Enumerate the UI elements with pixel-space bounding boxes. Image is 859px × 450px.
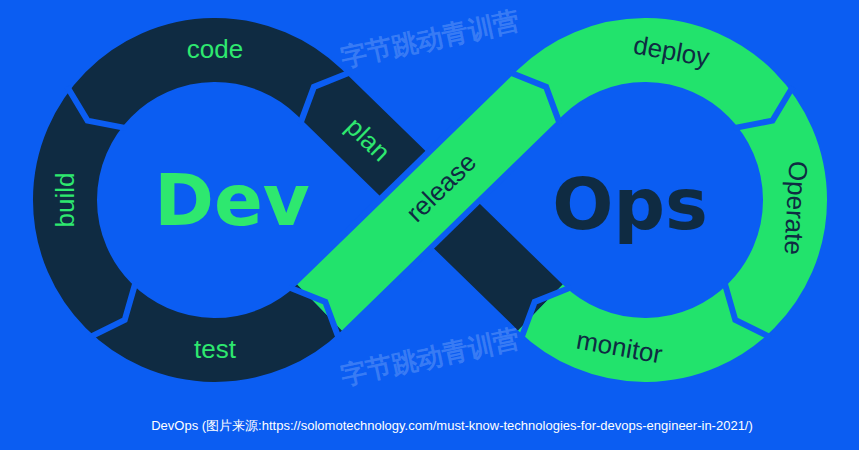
watermark: 字节跳动青训营	[338, 6, 522, 73]
segment-separators	[67, 72, 793, 339]
segment-label: monitor	[574, 326, 665, 370]
loop-segment: monitor	[572, 325, 667, 370]
segment-label: test	[194, 335, 236, 365]
segment-label: Operate	[778, 160, 813, 255]
loop-segment: plan	[339, 111, 398, 169]
loop-title: Dev	[154, 159, 310, 242]
loop-segment: deploy	[629, 30, 714, 73]
segment-label: plan	[340, 112, 396, 168]
segment-separator	[67, 87, 126, 128]
segment-label: release	[401, 148, 483, 229]
segment-separator	[289, 287, 339, 339]
segment-separator	[510, 72, 560, 124]
watermark-holder: 字节跳动青训营	[338, 324, 522, 391]
loop-segment: Operate	[778, 158, 813, 257]
caption: DevOps (图片来源:https://solomotechnology.co…	[151, 419, 753, 434]
segment-label: build	[50, 173, 80, 228]
segment-separator	[724, 282, 770, 337]
segment-separator	[521, 287, 571, 339]
segment-separator	[89, 282, 135, 337]
ops-loop-band	[320, 50, 795, 350]
watermark-holder: 字节跳动青训营	[338, 6, 522, 73]
loop-title-holder: Dev	[154, 159, 310, 242]
loop-segment: build	[50, 171, 80, 230]
loop-segment: code	[185, 35, 245, 65]
loop-title-holder: Ops	[552, 163, 708, 246]
watermark: 字节跳动青训营	[338, 324, 522, 391]
loop-segment: test	[192, 335, 238, 365]
segment-label: deploy	[631, 31, 712, 74]
segment-separator	[734, 87, 793, 128]
caption-holder: DevOps (图片来源:https://solomotechnology.co…	[151, 419, 753, 434]
loop-segment: release	[400, 146, 485, 230]
segment-label: code	[187, 35, 243, 65]
segment-separator	[300, 72, 350, 124]
loop-title: Ops	[552, 163, 708, 246]
